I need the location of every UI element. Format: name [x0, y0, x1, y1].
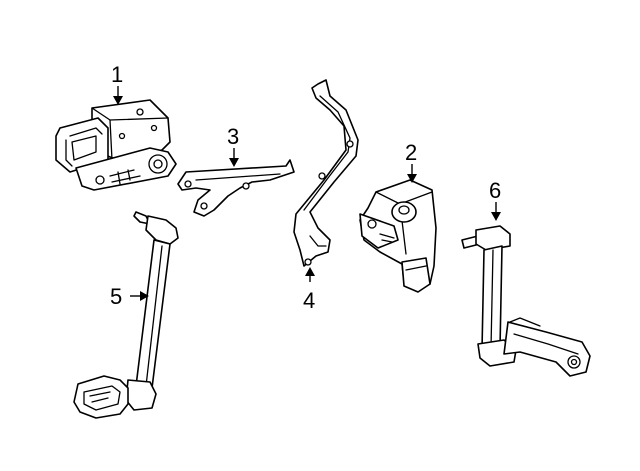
part-4-long-bracket	[293, 79, 359, 267]
part-3-bracket	[177, 159, 295, 217]
callout-4-label: 4	[303, 288, 315, 313]
part-5-link-rod	[73, 211, 179, 419]
callout-5-label: 5	[110, 284, 122, 309]
callout-arrows	[113, 86, 501, 301]
part-1-sensor-module	[55, 99, 177, 191]
part-2-sensor	[359, 179, 437, 293]
callout-6-label: 6	[489, 178, 501, 203]
callout-1-label: 1	[111, 62, 123, 87]
callout-3-label: 3	[227, 124, 239, 149]
callout-2-label: 2	[405, 140, 417, 165]
part-6-l-link	[461, 225, 591, 377]
